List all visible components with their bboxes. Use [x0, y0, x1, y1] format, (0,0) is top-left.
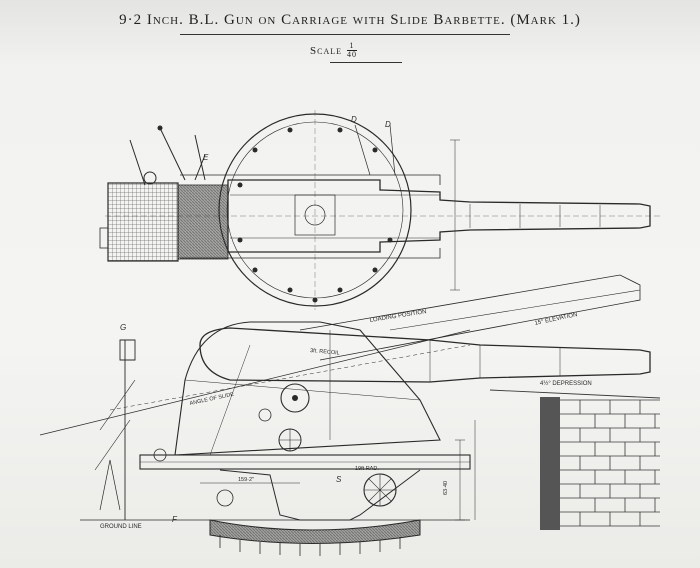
label-letter-s: S — [336, 475, 342, 484]
scale-fraction: 1 40 — [347, 41, 358, 59]
carriage-frame — [174, 321, 441, 456]
drawing-title: 9·2 Inch. B.L. Gun on Carriage with Slid… — [119, 12, 581, 28]
label-ground-line: GROUND LINE — [100, 524, 142, 530]
scale-denominator: 40 — [347, 50, 358, 59]
parapet-top-line — [489, 389, 661, 399]
label-letter-e: E — [203, 153, 209, 162]
label-loading-position: LOADING POSITION — [369, 309, 427, 324]
title-underline — [180, 34, 510, 35]
gun-body-plan — [227, 179, 651, 253]
label-dim-159: 159·2" — [238, 477, 254, 483]
elevating-wheel — [280, 383, 310, 413]
sight-post — [119, 339, 136, 520]
label-letter-g: G — [120, 323, 126, 332]
label-letter-f: F — [172, 515, 178, 524]
elevated-gun-outline — [299, 274, 641, 361]
foundation — [209, 519, 421, 544]
label-letter-d1: D — [351, 115, 357, 124]
elevation-view — [39, 274, 651, 556]
scale-label: Scale — [310, 44, 343, 57]
label-depression: 4½° DEPRESSION — [540, 380, 592, 387]
label-letter-d2: D — [385, 120, 391, 129]
scale-underline — [330, 62, 402, 63]
brick-parapet — [489, 389, 661, 530]
plan-view — [99, 110, 660, 310]
label-radius: 19ft RAD. — [355, 466, 379, 472]
breech-side — [177, 184, 229, 260]
label-dim-63: 63·40 — [443, 481, 449, 495]
slide-angle-line — [39, 329, 471, 436]
label-elevation: 15° ELEVATION — [534, 312, 578, 327]
ring-bolts — [237, 127, 393, 303]
elevating-lever — [129, 127, 206, 186]
scale-note: Scale 1 40 — [310, 42, 410, 59]
label-recoil: 3ft. RECOIL — [310, 348, 340, 357]
breech-block — [107, 182, 179, 262]
gun-body-elevation — [199, 327, 651, 383]
scale-numerator: 1 — [349, 41, 355, 50]
